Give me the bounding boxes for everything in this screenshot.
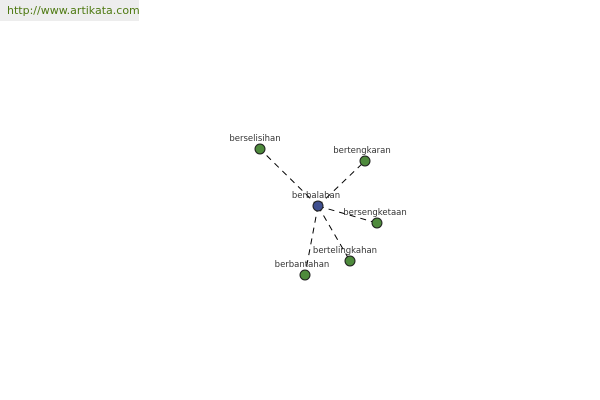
node-berselisihan[interactable] [254, 143, 266, 155]
label-bertengkaran[interactable]: bertengkaran [333, 146, 391, 156]
label-bersengketaan[interactable]: bersengketaan [343, 208, 407, 218]
label-center-berbalahan[interactable]: berbalahan [292, 191, 340, 201]
label-berselisihan[interactable]: berselisihan [229, 134, 280, 144]
node-bertelingkahan[interactable] [344, 255, 356, 267]
edge-berbantahan [304, 205, 319, 276]
source-url-banner[interactable]: http://www.artikata.com [0, 0, 140, 21]
graph-nodes [254, 143, 383, 281]
label-bertelingkahan[interactable]: bertelingkahan [313, 246, 377, 256]
edge-berselisihan [259, 148, 319, 207]
node-bersengketaan[interactable] [371, 217, 383, 229]
node-center-berbalahan[interactable] [312, 200, 324, 212]
source-url-text[interactable]: http://www.artikata.com [7, 4, 140, 17]
node-berbantahan[interactable] [299, 269, 311, 281]
node-bertengkaran[interactable] [359, 155, 371, 167]
label-berbantahan[interactable]: berbantahan [275, 260, 330, 270]
graph-labels: berselisihan bertengkaran bersengketaan … [229, 134, 406, 270]
graph-edges [259, 148, 378, 276]
